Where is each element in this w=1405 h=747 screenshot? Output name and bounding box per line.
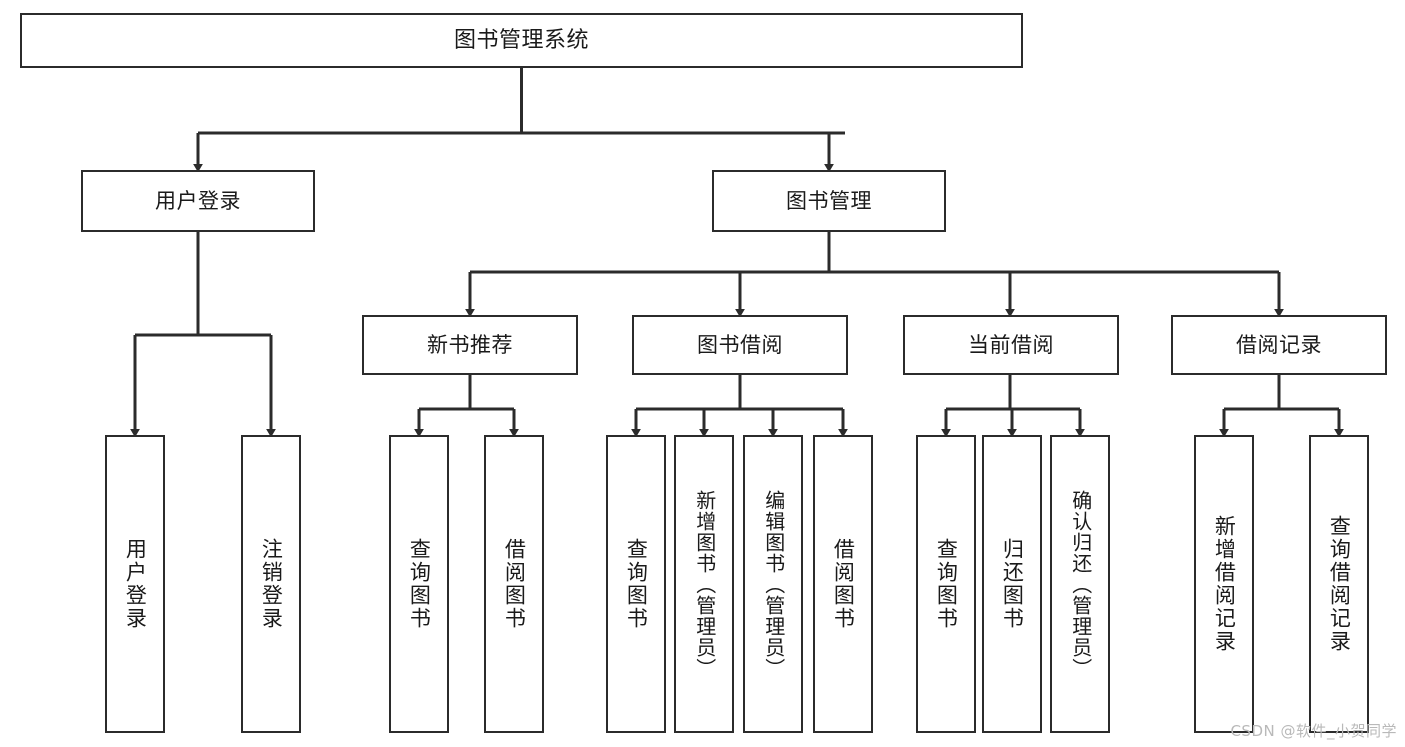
node-label: 图书管理 xyxy=(786,188,872,213)
node-user-login[interactable]: 用户登录 xyxy=(81,170,315,232)
node-current-borrow[interactable]: 当前借阅 xyxy=(903,315,1119,375)
node-label: 借阅图书 xyxy=(502,538,527,630)
node-label: 归还图书 xyxy=(1000,538,1025,630)
leaf-borrow-add-book-admin[interactable]: 新增图书（管理员） xyxy=(674,435,734,733)
node-label: 查询借阅记录 xyxy=(1327,515,1352,653)
node-label: 借阅记录 xyxy=(1236,332,1322,357)
leaf-recommend-query-book[interactable]: 查询图书 xyxy=(389,435,449,733)
node-root-system[interactable]: 图书管理系统 xyxy=(20,13,1023,68)
node-label: 编辑图书（管理员） xyxy=(761,489,786,679)
node-label: 确认归还（管理员） xyxy=(1068,489,1093,679)
node-label: 新增图书（管理员） xyxy=(692,489,717,679)
leaf-borrow-edit-book-admin[interactable]: 编辑图书（管理员） xyxy=(743,435,803,733)
leaf-borrow-borrow-book[interactable]: 借阅图书 xyxy=(813,435,873,733)
leaf-record-query-record[interactable]: 查询借阅记录 xyxy=(1309,435,1369,733)
node-label: 用户登录 xyxy=(123,538,148,630)
leaf-user-login-signout[interactable]: 注销登录 xyxy=(241,435,301,733)
csdn-watermark: CSDN @软件_小贺同学 xyxy=(1230,722,1397,740)
node-new-book-recommend[interactable]: 新书推荐 xyxy=(362,315,578,375)
leaf-user-login-signin[interactable]: 用户登录 xyxy=(105,435,165,733)
node-label: 注销登录 xyxy=(259,538,284,630)
leaf-recommend-borrow-book[interactable]: 借阅图书 xyxy=(484,435,544,733)
leaf-current-confirm-return-admin[interactable]: 确认归还（管理员） xyxy=(1050,435,1110,733)
node-label: 图书借阅 xyxy=(697,332,783,357)
node-label: 图书管理系统 xyxy=(453,27,589,53)
leaf-current-return-book[interactable]: 归还图书 xyxy=(982,435,1042,733)
node-label: 用户登录 xyxy=(155,188,241,213)
node-label: 当前借阅 xyxy=(968,332,1054,357)
leaf-current-query-book[interactable]: 查询图书 xyxy=(916,435,976,733)
leaf-record-add-record[interactable]: 新增借阅记录 xyxy=(1194,435,1254,733)
leaf-borrow-query-book[interactable]: 查询图书 xyxy=(606,435,666,733)
node-label: 查询图书 xyxy=(624,538,649,630)
node-label: 查询图书 xyxy=(407,538,432,630)
node-label: 借阅图书 xyxy=(831,538,856,630)
node-book-management[interactable]: 图书管理 xyxy=(712,170,946,232)
node-book-borrow[interactable]: 图书借阅 xyxy=(632,315,848,375)
node-borrow-record[interactable]: 借阅记录 xyxy=(1171,315,1387,375)
node-label: 新增借阅记录 xyxy=(1212,515,1237,653)
node-label: 新书推荐 xyxy=(427,332,513,357)
node-label: 查询图书 xyxy=(934,538,959,630)
